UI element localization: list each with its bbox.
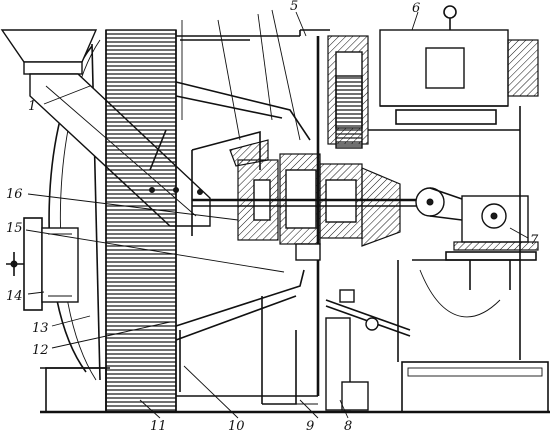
callout-8: 8 — [344, 419, 352, 434]
upper-drive-assembly — [327, 35, 369, 149]
callout-16: 16 — [6, 187, 23, 202]
callout-6: 6 — [412, 1, 420, 16]
upper-motor — [379, 5, 539, 125]
callout-15: 15 — [6, 221, 23, 236]
callout-13: 13 — [32, 321, 49, 336]
callout-14: 14 — [6, 289, 23, 304]
callout-10: 10 — [228, 419, 245, 434]
callout-5: 5 — [290, 0, 298, 14]
callout-7: 7 — [530, 233, 539, 248]
adjusting-lever — [325, 289, 411, 337]
callout-1: 1 — [28, 99, 36, 114]
bearing-housing — [192, 153, 420, 261]
support-column — [325, 317, 369, 411]
feed-hopper — [0, 29, 98, 75]
leader-lines — [25, 11, 529, 419]
inspection-hatch — [6, 217, 79, 311]
finned-rotor-disk — [105, 29, 177, 413]
callout-9: 9 — [306, 419, 314, 434]
motor-frame — [368, 106, 521, 362]
discharge-chute — [179, 296, 318, 405]
callout-11: 11 — [150, 419, 167, 434]
callout-12: 12 — [32, 343, 49, 358]
lower-motor — [445, 195, 539, 290]
